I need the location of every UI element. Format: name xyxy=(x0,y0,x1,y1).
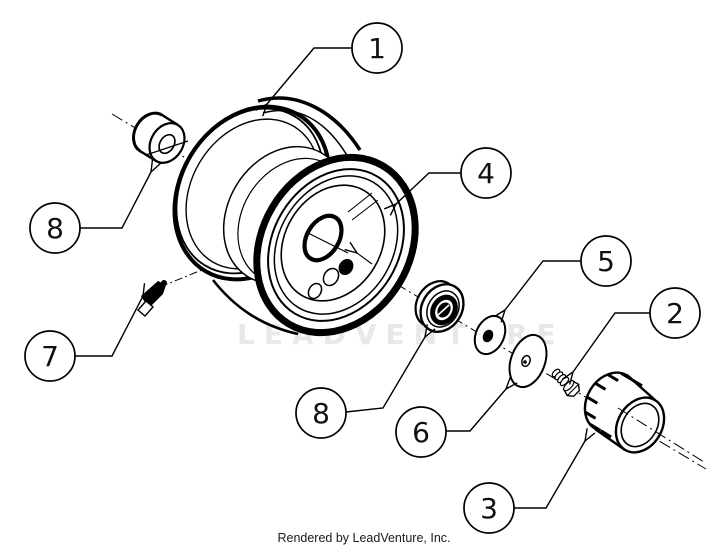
hub-cap-ribs xyxy=(584,371,643,439)
valve-stem[interactable] xyxy=(137,280,167,317)
callout-balloons: 1 8 7 4 5 2 8 6 xyxy=(24,22,701,534)
callout-2-label: 2 xyxy=(666,297,684,330)
leader-lines xyxy=(75,47,650,509)
callout-7[interactable]: 7 xyxy=(24,330,76,382)
leader-4 xyxy=(383,172,461,216)
small-washer[interactable] xyxy=(469,311,511,359)
hub-bore xyxy=(302,213,344,263)
callout-1[interactable]: 1 xyxy=(351,22,403,74)
callout-5-label: 5 xyxy=(597,245,615,278)
hub-cap[interactable] xyxy=(574,363,705,463)
callout-8-bottom[interactable]: 8 xyxy=(295,387,347,439)
callout-6[interactable]: 6 xyxy=(395,406,447,458)
callout-1-label: 1 xyxy=(368,32,386,65)
leader-1 xyxy=(255,47,352,117)
leader-6 xyxy=(446,376,518,432)
wheel-rim[interactable] xyxy=(143,78,446,362)
leader-8-top xyxy=(80,159,161,229)
flange-bushing[interactable] xyxy=(126,107,191,169)
callout-7-label: 7 xyxy=(41,340,59,373)
callout-2[interactable]: 2 xyxy=(649,287,701,339)
callout-3-label: 3 xyxy=(480,492,498,525)
leader-5 xyxy=(493,260,581,323)
leader-3 xyxy=(514,428,596,509)
rendered-by-footer: Rendered by LeadVenture, Inc. xyxy=(277,531,451,545)
callout-3[interactable]: 3 xyxy=(463,482,515,534)
callout-6-label: 6 xyxy=(412,416,430,449)
callout-4[interactable]: 4 xyxy=(460,147,512,199)
callout-8-top[interactable]: 8 xyxy=(29,202,81,254)
leader-8-bottom xyxy=(345,324,436,413)
callout-8-top-label: 8 xyxy=(46,212,64,245)
callout-5[interactable]: 5 xyxy=(580,235,632,287)
hex-bolt[interactable] xyxy=(548,365,582,399)
flat-washer[interactable] xyxy=(503,330,553,392)
leader-7 xyxy=(75,283,153,357)
callout-8-bottom-label: 8 xyxy=(312,397,330,430)
leader-2 xyxy=(561,312,650,385)
callout-4-label: 4 xyxy=(477,157,495,190)
